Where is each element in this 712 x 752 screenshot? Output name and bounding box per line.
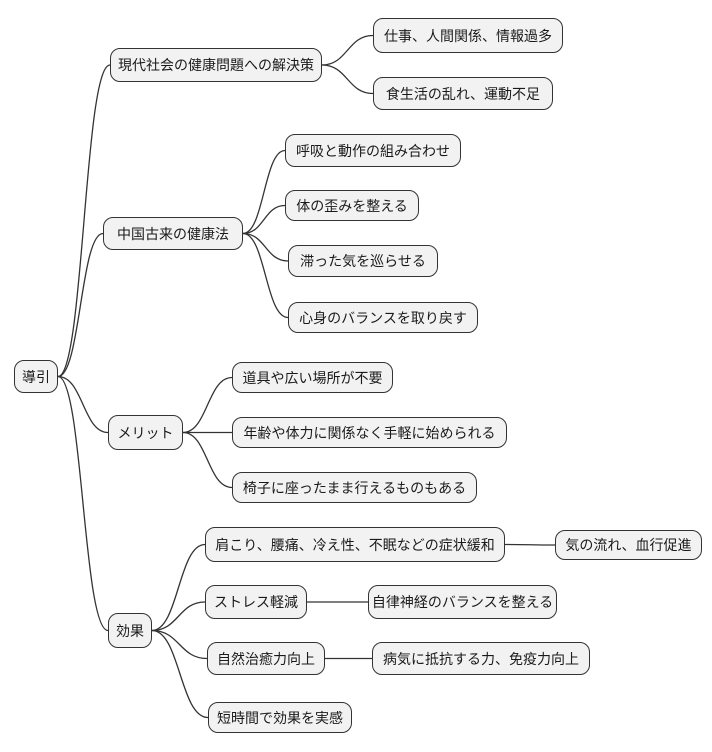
node-label: 中国古来の健康法: [117, 225, 229, 242]
node-label: 気の流れ、血行促進: [565, 537, 692, 553]
node-leaf-symptom-relief: 肩こり、腰痛、冷え性、不眠などの症状緩和: [205, 527, 505, 562]
node-leaf-disease-resistance-immunity: 病気に抵抗する力、免疫力向上: [372, 642, 590, 675]
node-leaf-quick-effect: 短時間で効果を実感: [208, 702, 352, 733]
node-leaf-ki-flow-circulation: 気の流れ、血行促進: [555, 530, 702, 560]
edge-root-to-b1: [57, 64, 111, 378]
edge-b4-to-b4c1: [151, 543, 206, 632]
node-leaf-diet-exercise: 食生活の乱れ、運動不足: [373, 77, 553, 110]
node-label: 自然治癒力向上: [217, 650, 315, 667]
node-label: 食生活の乱れ、運動不足: [385, 85, 541, 102]
node-leaf-easy-start-any-age: 年齢や体力に関係なく手軽に始められる: [232, 417, 507, 448]
node-label: 仕事、人間関係、情報過多: [384, 27, 552, 44]
node-label: 年齢や体力に関係なく手軽に始められる: [243, 424, 496, 441]
edge-root-to-b4: [57, 375, 109, 632]
edge-b1-to-b1c1: [321, 34, 374, 66]
edge-b2-to-b2c4: [242, 232, 289, 319]
node-label: 肩こり、腰痛、冷え性、不眠などの症状緩和: [215, 536, 495, 553]
node-label: 効果: [116, 622, 144, 639]
node-leaf-no-tools-space: 道具や広い場所が不要: [232, 362, 393, 393]
node-label: 呼吸と動作の組み合わせ: [296, 142, 450, 159]
edge-b2-to-b2c1: [242, 149, 286, 235]
node-leaf-autonomic-nerve-balance: 自律神経のバランスを整える: [368, 585, 557, 619]
node-root: 導引: [14, 360, 58, 393]
node-branch-modern-society-solution: 現代社会の健康問題への解決策: [110, 48, 322, 82]
edge-b3-to-b3c1: [182, 376, 233, 434]
node-leaf-restore-balance: 心身のバランスを取り戻す: [288, 302, 478, 333]
node-label: 現代社会の健康問題への解決策: [118, 57, 314, 73]
node-label: 心身のバランスを取り戻す: [299, 309, 467, 326]
edge-b2-to-b2c3: [242, 232, 289, 262]
node-label: ストレス軽減: [214, 594, 298, 610]
edge-b2-to-b2c2: [242, 204, 286, 235]
node-label: 滞った気を巡らせる: [300, 253, 426, 269]
node-label: 道具や広い場所が不要: [242, 369, 383, 386]
node-label: 病気に抵抗する力、免疫力向上: [383, 650, 579, 667]
node-leaf-fix-body-distortion: 体の歪みを整える: [285, 190, 419, 221]
node-leaf-circulate-ki: 滞った気を巡らせる: [288, 245, 438, 277]
node-label: 椅子に座ったまま行えるものもある: [242, 479, 467, 496]
node-leaf-stress-reduction: ストレス軽減: [205, 585, 307, 619]
node-leaf-can-do-seated: 椅子に座ったまま行えるものもある: [232, 472, 477, 503]
node-label: メリット: [117, 424, 174, 441]
node-branch-effects: 効果: [108, 613, 152, 648]
edge-b4c1-to-b4c1g1: [504, 543, 556, 546]
edge-root-to-b2: [57, 232, 104, 378]
edge-root-to-b3: [57, 375, 109, 434]
node-label: 体の歪みを整える: [296, 197, 408, 214]
edge-b4-to-b4c4: [151, 629, 209, 719]
node-leaf-natural-healing-power: 自然治癒力向上: [207, 642, 325, 675]
edge-b3-to-b3c3: [182, 431, 233, 489]
node-leaf-breath-movement: 呼吸と動作の組み合わせ: [285, 134, 461, 167]
node-label: 自律神経のバランスを整える: [371, 594, 554, 610]
node-label: 短時間で効果を実感: [217, 709, 343, 726]
node-branch-chinese-health-method: 中国古来の健康法: [103, 217, 243, 250]
edge-b1-to-b1c2: [321, 64, 374, 95]
node-label: 導引: [22, 368, 50, 385]
node-leaf-work-relations-info: 仕事、人間関係、情報過多: [373, 18, 563, 53]
edge-b4-to-b4c2: [151, 601, 206, 632]
edge-b4-to-b4c3: [151, 629, 208, 660]
node-branch-merit: メリット: [108, 415, 183, 450]
